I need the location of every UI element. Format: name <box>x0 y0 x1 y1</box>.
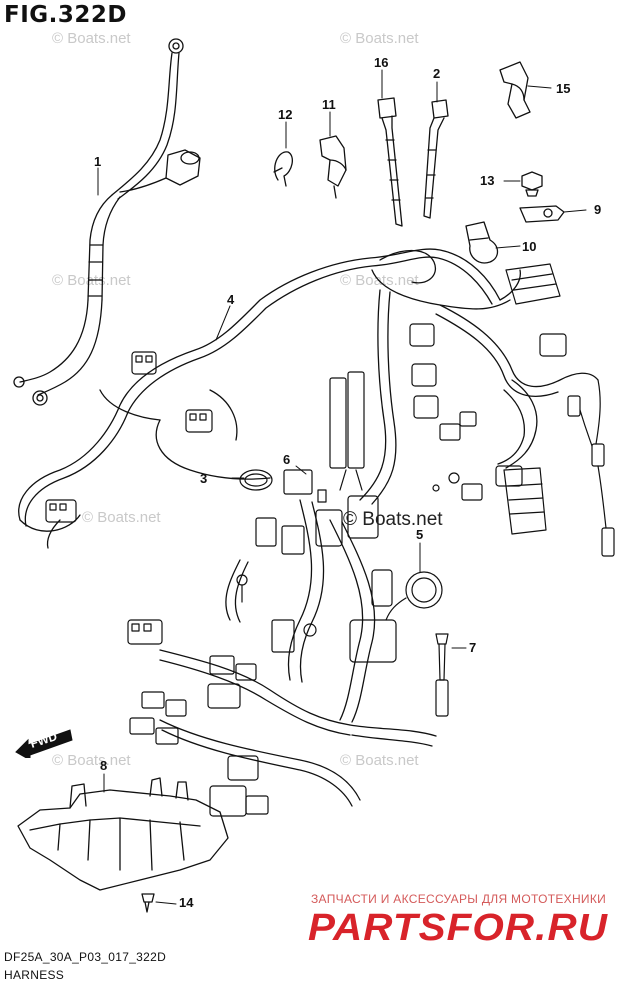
watermark: © Boats.net <box>340 30 419 47</box>
cover-part-8 <box>17 777 229 891</box>
promo-tagline: ЗАПЧАСТИ И АКСЕССУАРЫ ДЛЯ МОТОТЕХНИКИ <box>311 892 607 906</box>
callout-5: 5 <box>416 527 424 542</box>
callout-16: 16 <box>374 55 389 70</box>
figure-code: DF25A_30A_P03_017_322D <box>4 950 167 964</box>
watermark: © Boats.net <box>52 30 131 47</box>
leader-lines <box>97 69 587 905</box>
battery-cable-part-1 <box>13 38 201 406</box>
svg-text:PARTSFOR.RU: PARTSFOR.RU <box>308 907 609 948</box>
callout-6: 6 <box>283 452 291 467</box>
callout-8: 8 <box>100 758 108 773</box>
watermark: © Boats.net <box>82 509 161 526</box>
callout-1: 1 <box>94 154 102 169</box>
callout-9: 9 <box>594 202 602 217</box>
callout-15: 15 <box>556 81 571 96</box>
clamp-part-11 <box>319 135 347 199</box>
figure-name: HARNESS <box>4 968 65 982</box>
callout-2: 2 <box>433 66 441 81</box>
fwd-arrow-icon <box>15 729 73 758</box>
figure-title: FIG.322D <box>4 2 127 28</box>
harness-connectors <box>45 263 615 817</box>
tie-strap-part-2 <box>423 99 449 219</box>
callout-12: 12 <box>278 107 293 122</box>
callout-10: 10 <box>522 239 537 254</box>
callout-13: 13 <box>480 173 495 188</box>
clamp-part-15 <box>499 61 531 119</box>
clip-part-12 <box>273 151 294 187</box>
callout-4: 4 <box>227 292 235 307</box>
callout-14: 14 <box>179 895 194 910</box>
watermark: © Boats.net <box>52 752 131 769</box>
clip-part-10 <box>465 221 499 264</box>
bolt-part-13 <box>521 171 543 197</box>
center-watermark: © Boats.net <box>343 509 443 530</box>
callout-7: 7 <box>469 640 477 655</box>
partsfor-logo: PARTSFOR.RU <box>308 907 609 948</box>
callout-11: 11 <box>322 97 336 112</box>
tie-strap-part-16 <box>377 97 403 227</box>
main-harness-part-4 <box>18 248 599 807</box>
callout-3: 3 <box>200 471 208 486</box>
watermark: © Boats.net <box>340 752 419 769</box>
screw-part-14 <box>141 893 155 913</box>
bracket-part-9 <box>519 205 565 223</box>
